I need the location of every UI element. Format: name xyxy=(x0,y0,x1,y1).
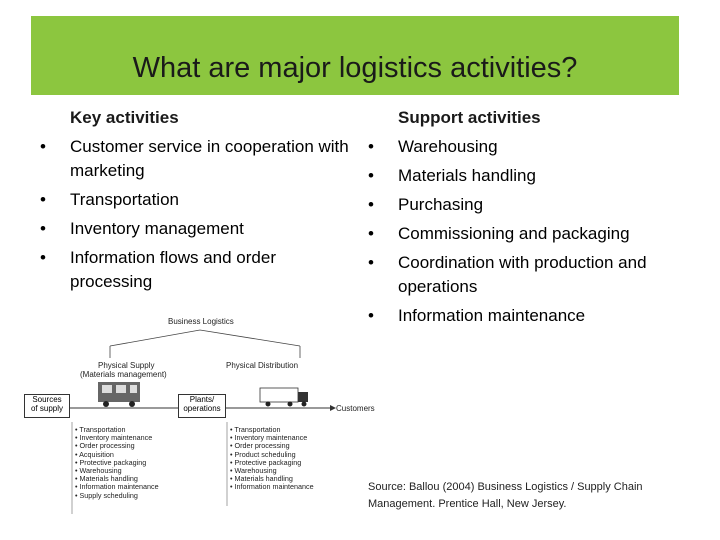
diagram-lines xyxy=(68,329,336,514)
distribution-activities-list: Transportation Inventory maintenance Ord… xyxy=(230,425,314,492)
list-item: Transportation xyxy=(75,425,159,434)
supply-activities-list: Transportation Inventory maintenance Ord… xyxy=(75,425,159,500)
list-item: Protective packaging xyxy=(230,458,314,467)
list-item: Information flows and order processing xyxy=(40,246,350,294)
list-item: Coordination with production and operati… xyxy=(368,251,698,299)
business-logistics-label: Business Logistics xyxy=(168,317,234,326)
list-item: Materials handling xyxy=(230,475,314,483)
list-item: Inventory maintenance xyxy=(75,433,159,442)
list-item: Transportation xyxy=(230,425,314,434)
list-item: Warehousing xyxy=(230,466,314,475)
list-item: Warehousing xyxy=(368,135,698,159)
plants-operations-box: Plants/ operations xyxy=(178,394,226,418)
title-bar: What are major logistics activities? xyxy=(31,16,679,95)
support-activities-list: Warehousing Materials handling Purchasin… xyxy=(368,135,698,328)
slide-title: What are major logistics activities? xyxy=(132,52,578,84)
train-icon xyxy=(98,382,140,407)
sources-of-supply-box: Sources of supply xyxy=(24,394,70,418)
list-item: Protective packaging xyxy=(75,458,159,467)
list-item: Supply scheduling xyxy=(75,491,159,500)
support-activities-column: Support activities Warehousing Materials… xyxy=(368,106,698,328)
list-item: Transportation xyxy=(40,188,350,212)
list-item: Information maintenance xyxy=(75,483,159,491)
list-item: Materials handling xyxy=(368,164,698,188)
support-activities-heading: Support activities xyxy=(398,108,541,127)
physical-supply-label: Physical Supply xyxy=(98,361,155,370)
key-activities-list: Customer service in cooperation with mar… xyxy=(40,135,350,294)
key-activities-column: Key activities Customer service in coope… xyxy=(40,106,350,294)
list-item: Purchasing xyxy=(368,193,698,217)
logistics-diagram: Business Logistics Physical Supply (Mate… xyxy=(20,310,375,530)
list-item: Materials handling xyxy=(75,475,159,483)
materials-management-label: (Materials management) xyxy=(80,370,167,379)
physical-distribution-label: Physical Distribution xyxy=(226,361,299,370)
list-item: Order processing xyxy=(75,442,159,450)
list-item: Inventory maintenance xyxy=(230,433,314,442)
list-item: Information maintenance xyxy=(368,304,698,328)
list-item: Acquisition xyxy=(75,450,159,459)
list-item: Warehousing xyxy=(75,466,159,475)
customers-label: Customers xyxy=(336,404,375,413)
list-item: Information maintenance xyxy=(230,483,314,491)
list-item: Inventory management xyxy=(40,217,350,241)
list-item: Order processing xyxy=(230,442,314,450)
list-item: Commissioning and packaging xyxy=(368,222,698,246)
list-item: Product scheduling xyxy=(230,450,314,459)
key-activities-heading: Key activities xyxy=(70,108,179,127)
list-item: Customer service in cooperation with mar… xyxy=(40,135,350,183)
bracket-line xyxy=(109,329,301,347)
truck-icon xyxy=(259,387,308,407)
source-note: Source: Ballou (2004) Business Logistics… xyxy=(368,481,643,510)
